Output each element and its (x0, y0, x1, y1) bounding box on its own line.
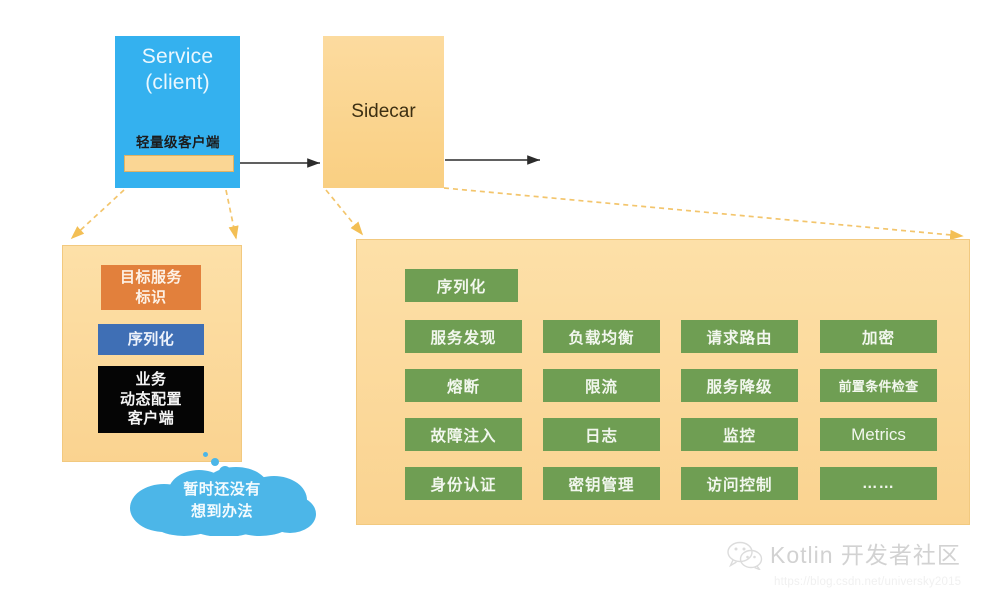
chip-load-balancing: 负载均衡 (543, 320, 660, 353)
thought-cloud-bubble: 暂时还没有 想到办法 (124, 466, 320, 537)
chip-key-management: 密钥管理 (543, 467, 660, 500)
chip-serialization: 序列化 (405, 269, 518, 302)
chip-rate-limiting: 限流 (543, 369, 660, 402)
dashed-sidecar-to-right-panel-right (443, 187, 964, 240)
watermark: Kotlin 开发者社区 https://blog.csdn.net/unive… (726, 536, 986, 596)
thought-dot-medium (211, 458, 219, 466)
sidecar-title: Sidecar (351, 101, 416, 123)
chip-service-degradation: 服务降级 (681, 369, 798, 402)
box-business-dynamic-config-client: 业务 动态配置 客户端 (98, 366, 204, 433)
chip-identity-authentication: 身份认证 (405, 467, 522, 500)
lightweight-client-label: 轻量级客户端 (136, 135, 220, 150)
chip-precondition-check: 前置条件检查 (820, 369, 937, 402)
chip-ellipsis-more: …… (820, 467, 937, 500)
dashed-sidecar-to-right-panel-left (325, 189, 364, 236)
chip-fault-injection: 故障注入 (405, 418, 522, 451)
chip-encryption: 加密 (820, 320, 937, 353)
chip-monitoring: 监控 (681, 418, 798, 451)
thought-cloud-text: 暂时还没有 想到办法 (183, 481, 261, 520)
wechat-icon (727, 541, 763, 570)
sidecar-box: Sidecar (323, 36, 444, 188)
dashed-service-to-left-panel (70, 189, 125, 240)
chip-service-discovery: 服务发现 (405, 320, 522, 353)
thought-dot-small (203, 452, 208, 457)
chip-logging: 日志 (543, 418, 660, 451)
sidecar-capability-panel: 序列化 服务发现 负载均衡 请求路由 加密 熔断 限流 服务降级 前置条件检查 … (356, 239, 970, 525)
box-serialization: 序列化 (98, 324, 204, 355)
client-capability-panel: 目标服务 标识 序列化 业务 动态配置 客户端 (62, 245, 242, 462)
chip-metrics: Metrics (820, 418, 937, 451)
chip-access-control: 访问控制 (681, 467, 798, 500)
chip-circuit-breaking: 熔断 (405, 369, 522, 402)
box-target-service-identity: 目标服务 标识 (101, 265, 201, 310)
lightweight-client-bar (124, 155, 234, 172)
dashed-service-to-left-panel-right (225, 189, 239, 240)
watermark-brand-text: Kotlin 开发者社区 (770, 542, 961, 568)
watermark-url-text: https://blog.csdn.net/universky2015 (774, 576, 962, 588)
chip-request-routing: 请求路由 (681, 320, 798, 353)
cloud-shape (130, 467, 316, 537)
service-client-title: Service (client) (141, 45, 214, 95)
